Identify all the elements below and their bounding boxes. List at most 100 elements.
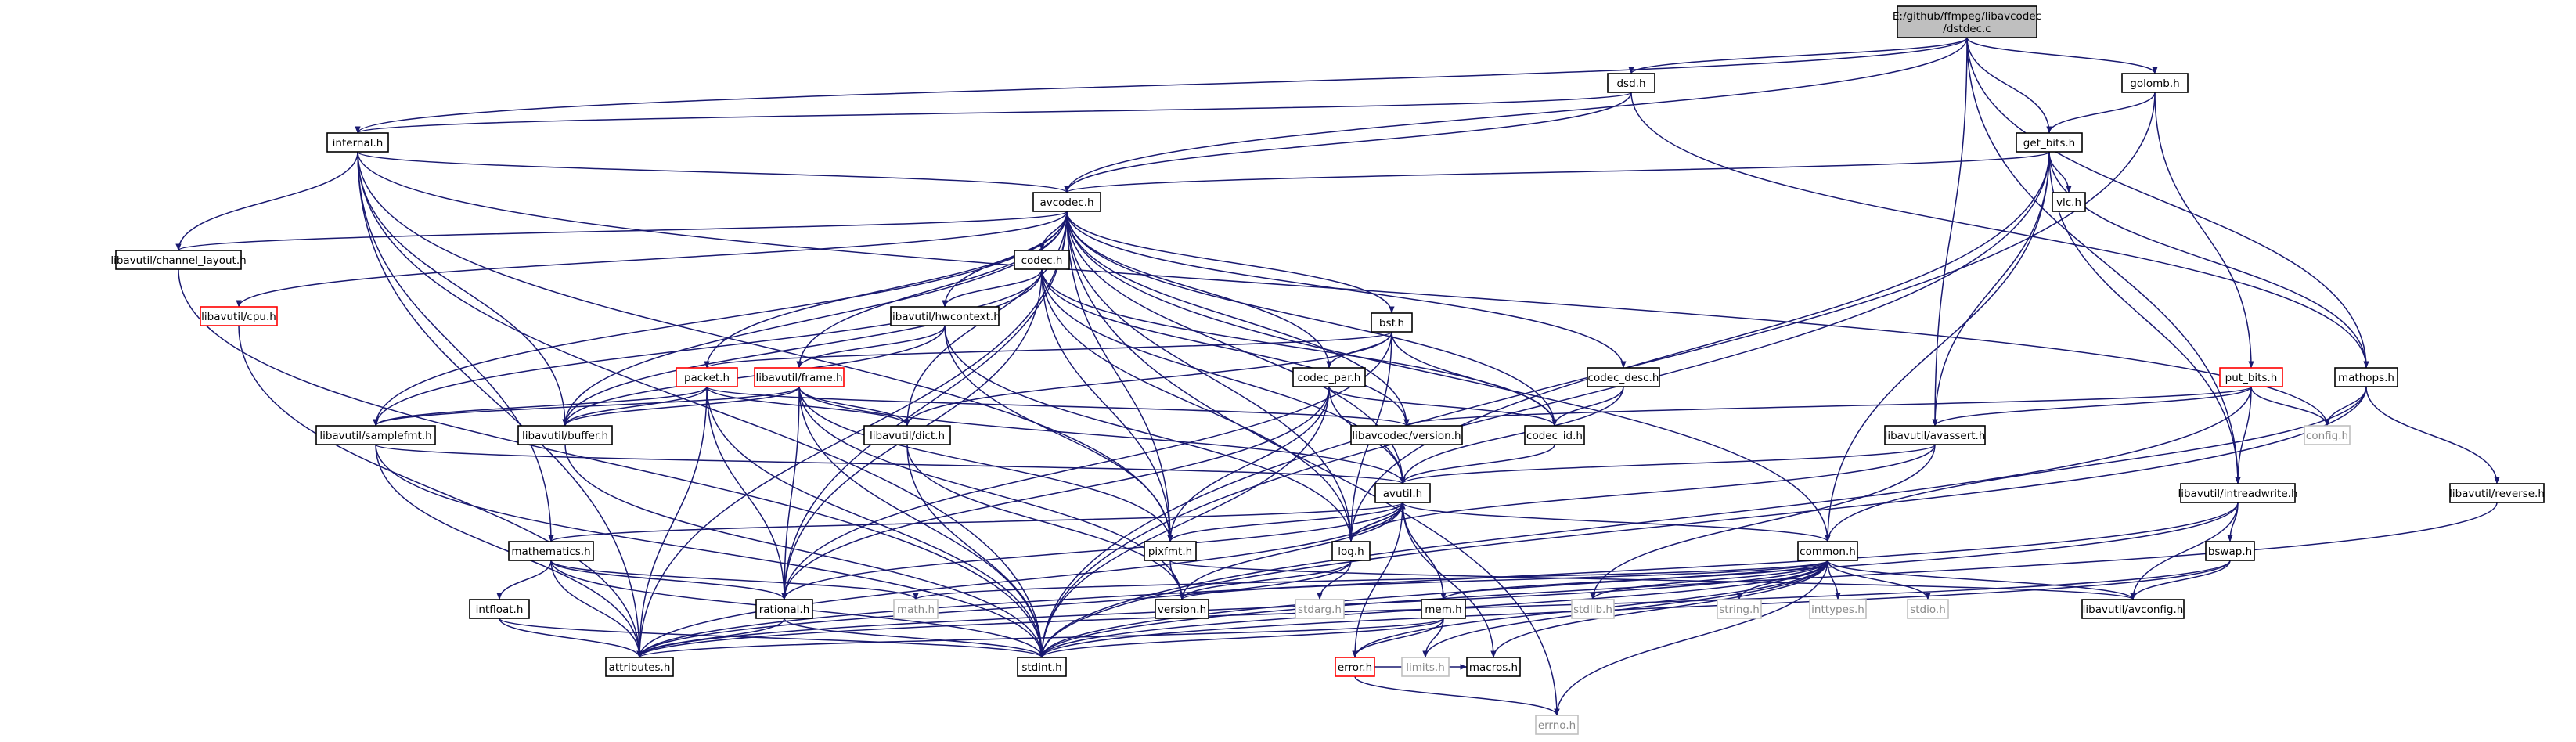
node-box-put_bits[interactable] (2219, 367, 2283, 387)
node-lavc_version[interactable]: libavcodec/version.h (1350, 425, 1463, 445)
node-box-error[interactable] (1335, 657, 1375, 677)
node-box-stdarg[interactable] (1295, 599, 1345, 619)
node-cpu[interactable]: libavutil/cpu.h (200, 306, 278, 326)
node-box-frame[interactable] (754, 367, 845, 387)
node-channel_layout[interactable]: libavutil/channel_layout.h (110, 250, 247, 270)
node-box-limits[interactable] (1401, 657, 1450, 677)
node-box-inttypes[interactable] (1809, 599, 1867, 619)
node-box-codec[interactable] (1014, 250, 1070, 270)
node-errno[interactable]: errno.h (1535, 715, 1579, 735)
node-inttypes[interactable]: inttypes.h (1809, 599, 1867, 619)
node-box-avutil[interactable] (1374, 483, 1431, 503)
node-box-codec_par[interactable] (1292, 367, 1366, 387)
node-box-bsf[interactable] (1371, 312, 1413, 333)
node-box-common[interactable] (1797, 541, 1858, 561)
node-samplefmt[interactable]: libavutil/samplefmt.h (315, 425, 436, 445)
node-box-avcodec[interactable] (1032, 192, 1101, 212)
node-root[interactable]: E:/github/ffmpeg/libavcodec/dstdec.c (1893, 5, 2041, 38)
node-box-stdlib[interactable] (1571, 599, 1615, 619)
node-box-internal[interactable] (326, 132, 389, 153)
node-box-lavc_version[interactable] (1350, 425, 1463, 445)
node-dict[interactable]: libavutil/dict.h (863, 425, 951, 445)
node-box-codec_desc[interactable] (1587, 367, 1660, 387)
node-packet[interactable]: packet.h (676, 367, 738, 387)
node-box-bswap[interactable] (2205, 541, 2255, 561)
node-avconfig[interactable]: libavutil/avconfig.h (2081, 599, 2185, 619)
node-box-dsd[interactable] (1607, 73, 1655, 93)
node-box-golomb[interactable] (2121, 73, 2189, 93)
node-box-hwcontext[interactable] (890, 306, 1000, 326)
node-frame[interactable]: libavutil/frame.h (754, 367, 845, 387)
node-box-samplefmt[interactable] (315, 425, 436, 445)
node-box-log[interactable] (1331, 541, 1371, 561)
node-dsd[interactable]: dsd.h (1607, 73, 1655, 93)
node-get_bits[interactable]: get_bits.h (2016, 132, 2083, 153)
node-avassert[interactable]: libavutil/avassert.h (1884, 425, 1986, 445)
node-stdlib[interactable]: stdlib.h (1571, 599, 1615, 619)
node-macros[interactable]: macros.h (1466, 657, 1521, 677)
node-common[interactable]: common.h (1797, 541, 1858, 561)
node-stdio[interactable]: stdio.h (1907, 599, 1949, 619)
node-box-reverse[interactable] (2449, 483, 2545, 503)
node-codec_id[interactable]: codec_id.h (1524, 425, 1585, 445)
node-box-avconfig[interactable] (2081, 599, 2185, 619)
node-stdint[interactable]: stdint.h (1017, 657, 1067, 677)
node-box-math[interactable] (893, 599, 939, 619)
node-limits[interactable]: limits.h (1401, 657, 1450, 677)
node-codec_desc[interactable]: codec_desc.h (1587, 367, 1660, 387)
node-box-cpu[interactable] (200, 306, 278, 326)
node-box-string[interactable] (1717, 599, 1762, 619)
node-box-vlc[interactable] (2052, 192, 2086, 212)
node-box-intfloat[interactable] (469, 599, 530, 619)
node-box-errno[interactable] (1535, 715, 1579, 735)
node-log[interactable]: log.h (1331, 541, 1371, 561)
node-put_bits[interactable]: put_bits.h (2219, 367, 2283, 387)
node-hwcontext[interactable]: libavutil/hwcontext.h (889, 306, 1000, 326)
node-box-intreadwrite[interactable] (2180, 483, 2296, 503)
node-box-codec_id[interactable] (1524, 425, 1585, 445)
node-attributes[interactable]: attributes.h (605, 657, 674, 677)
node-box-config[interactable] (2304, 425, 2351, 445)
node-golomb[interactable]: golomb.h (2121, 73, 2189, 93)
node-error[interactable]: error.h (1335, 657, 1375, 677)
node-bswap[interactable]: bswap.h (2205, 541, 2255, 561)
node-box-packet[interactable] (676, 367, 738, 387)
node-box-buffer[interactable] (517, 425, 613, 445)
node-box-version[interactable] (1155, 599, 1209, 619)
node-box-stdio[interactable] (1907, 599, 1949, 619)
node-string[interactable]: string.h (1717, 599, 1762, 619)
node-config[interactable]: config.h (2304, 425, 2351, 445)
node-box-rational[interactable] (755, 599, 813, 619)
node-buffer[interactable]: libavutil/buffer.h (517, 425, 613, 445)
node-box-get_bits[interactable] (2016, 132, 2083, 153)
node-vlc[interactable]: vlc.h (2052, 192, 2086, 212)
node-box-root[interactable] (1897, 5, 2037, 38)
node-codec_par[interactable]: codec_par.h (1292, 367, 1366, 387)
node-mathematics[interactable]: mathematics.h (508, 541, 594, 561)
node-version[interactable]: version.h (1155, 599, 1209, 619)
node-internal[interactable]: internal.h (326, 132, 389, 153)
node-intreadwrite[interactable]: libavutil/intreadwrite.h (2178, 483, 2298, 503)
node-box-mathematics[interactable] (508, 541, 594, 561)
node-bsf[interactable]: bsf.h (1371, 312, 1413, 333)
node-intfloat[interactable]: intfloat.h (469, 599, 530, 619)
node-mathops[interactable]: mathops.h (2334, 367, 2398, 387)
node-box-avassert[interactable] (1884, 425, 1986, 445)
node-avcodec[interactable]: avcodec.h (1032, 192, 1101, 212)
node-box-pixfmt[interactable] (1144, 541, 1197, 561)
node-pixfmt[interactable]: pixfmt.h (1144, 541, 1197, 561)
node-box-channel_layout[interactable] (115, 250, 242, 270)
node-mem[interactable]: mem.h (1421, 599, 1466, 619)
node-reverse[interactable]: libavutil/reverse.h (2449, 483, 2545, 503)
node-box-mem[interactable] (1421, 599, 1466, 619)
node-math[interactable]: math.h (893, 599, 939, 619)
node-rational[interactable]: rational.h (755, 599, 813, 619)
node-box-stdint[interactable] (1017, 657, 1067, 677)
node-box-dict[interactable] (863, 425, 951, 445)
node-codec[interactable]: codec.h (1014, 250, 1070, 270)
node-box-macros[interactable] (1466, 657, 1521, 677)
node-stdarg[interactable]: stdarg.h (1295, 599, 1345, 619)
node-avutil[interactable]: avutil.h (1374, 483, 1431, 503)
node-box-mathops[interactable] (2334, 367, 2398, 387)
node-box-attributes[interactable] (605, 657, 674, 677)
